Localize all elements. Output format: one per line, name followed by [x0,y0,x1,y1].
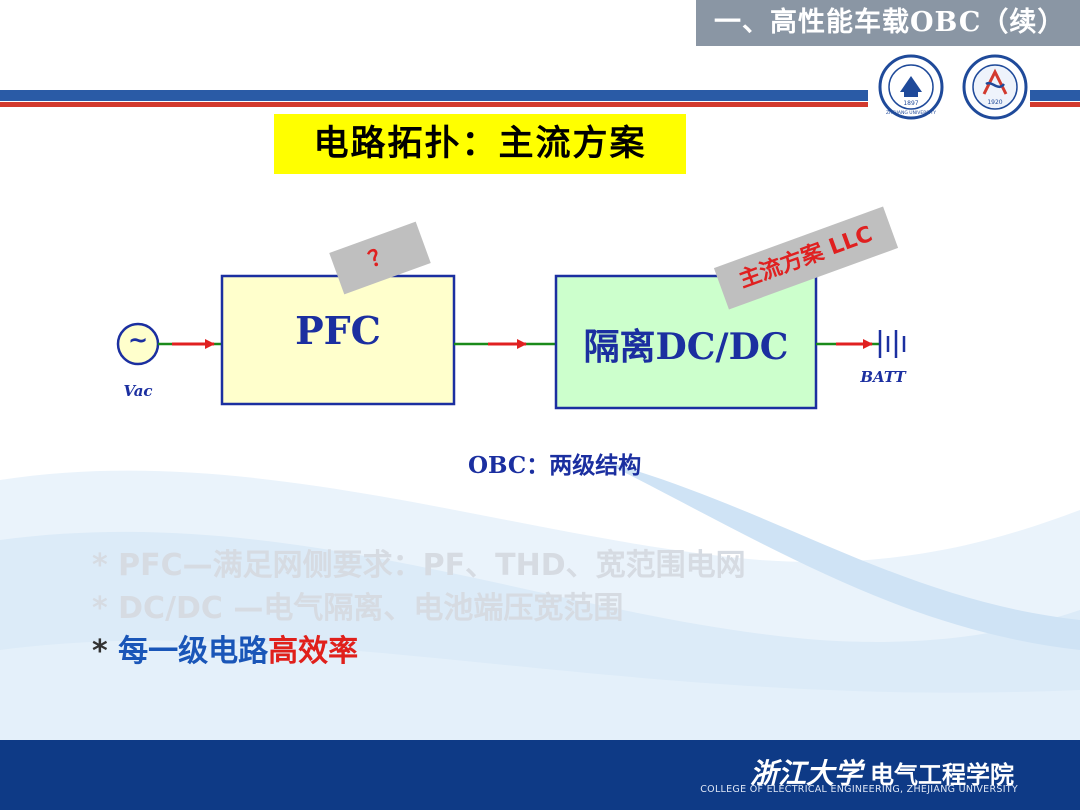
bullet-text: DC/DC —电气隔离、电池端压宽范围 [107,591,624,626]
bullet-text: PFC—满足网侧要求：PF、THD、宽范围电网 [107,548,746,583]
footer-college-english: COLLEGE OF ELECTRICAL ENGINEERING, ZHEJI… [700,784,1018,795]
bullet-pfc: * PFC—满足网侧要求：PF、THD、宽范围电网 [92,544,746,587]
battery-symbol [878,330,906,358]
background-swoosh [0,460,1080,750]
ac-source-glyph: ~ [127,326,149,354]
header-stripe-blue-right [1030,90,1080,101]
pfc-block [220,274,456,406]
bullet-text-red: 高效率 [268,634,359,669]
bullet-star: * [92,548,108,583]
pfc-label: PFC [295,308,381,353]
college-logo-year: 1920 [987,99,1002,106]
bullet-star: * [92,634,108,669]
diagram-caption: OBC：两级结构 [468,452,642,479]
footer-college-name: 电气工程学院 [870,761,1014,789]
vac-label: Vac [123,382,153,400]
bullet-text-blue: 每一级电路 [107,634,269,669]
bullet-dcdc: * DC/DC —电气隔离、电池端压宽范围 [92,587,746,630]
bullet-list: * PFC—满足网侧要求：PF、THD、宽范围电网 * DC/DC —电气隔离、… [92,544,746,673]
main-heading: 电路拓扑：主流方案 [274,114,686,174]
zju-logo-text: ZHEJIANG UNIVERSITY [886,110,936,116]
zju-logo: 1897 ZHEJIANG UNIVERSITY [878,54,944,120]
header-stripe-red [0,102,868,107]
footer-brand: 浙江大学电气工程学院 [750,752,1014,792]
dcdc-block [554,274,818,410]
header-stripe-red-right [1030,102,1080,107]
bullet-efficiency: * 每一级电路高效率 [92,630,746,673]
college-logo: 1920 [962,54,1028,120]
header-stripe-blue [0,90,868,101]
obc-block-diagram [116,274,906,410]
bullet-star: * [92,591,108,626]
footer-bar [0,740,1080,810]
batt-label: BATT [860,368,906,386]
dcdc-label: 隔离DC/DC [583,326,789,368]
section-title: 一、高性能车载OBC（续） [696,0,1080,46]
zju-logo-year: 1897 [903,100,918,107]
footer-university-name: 浙江大学 [749,757,862,790]
